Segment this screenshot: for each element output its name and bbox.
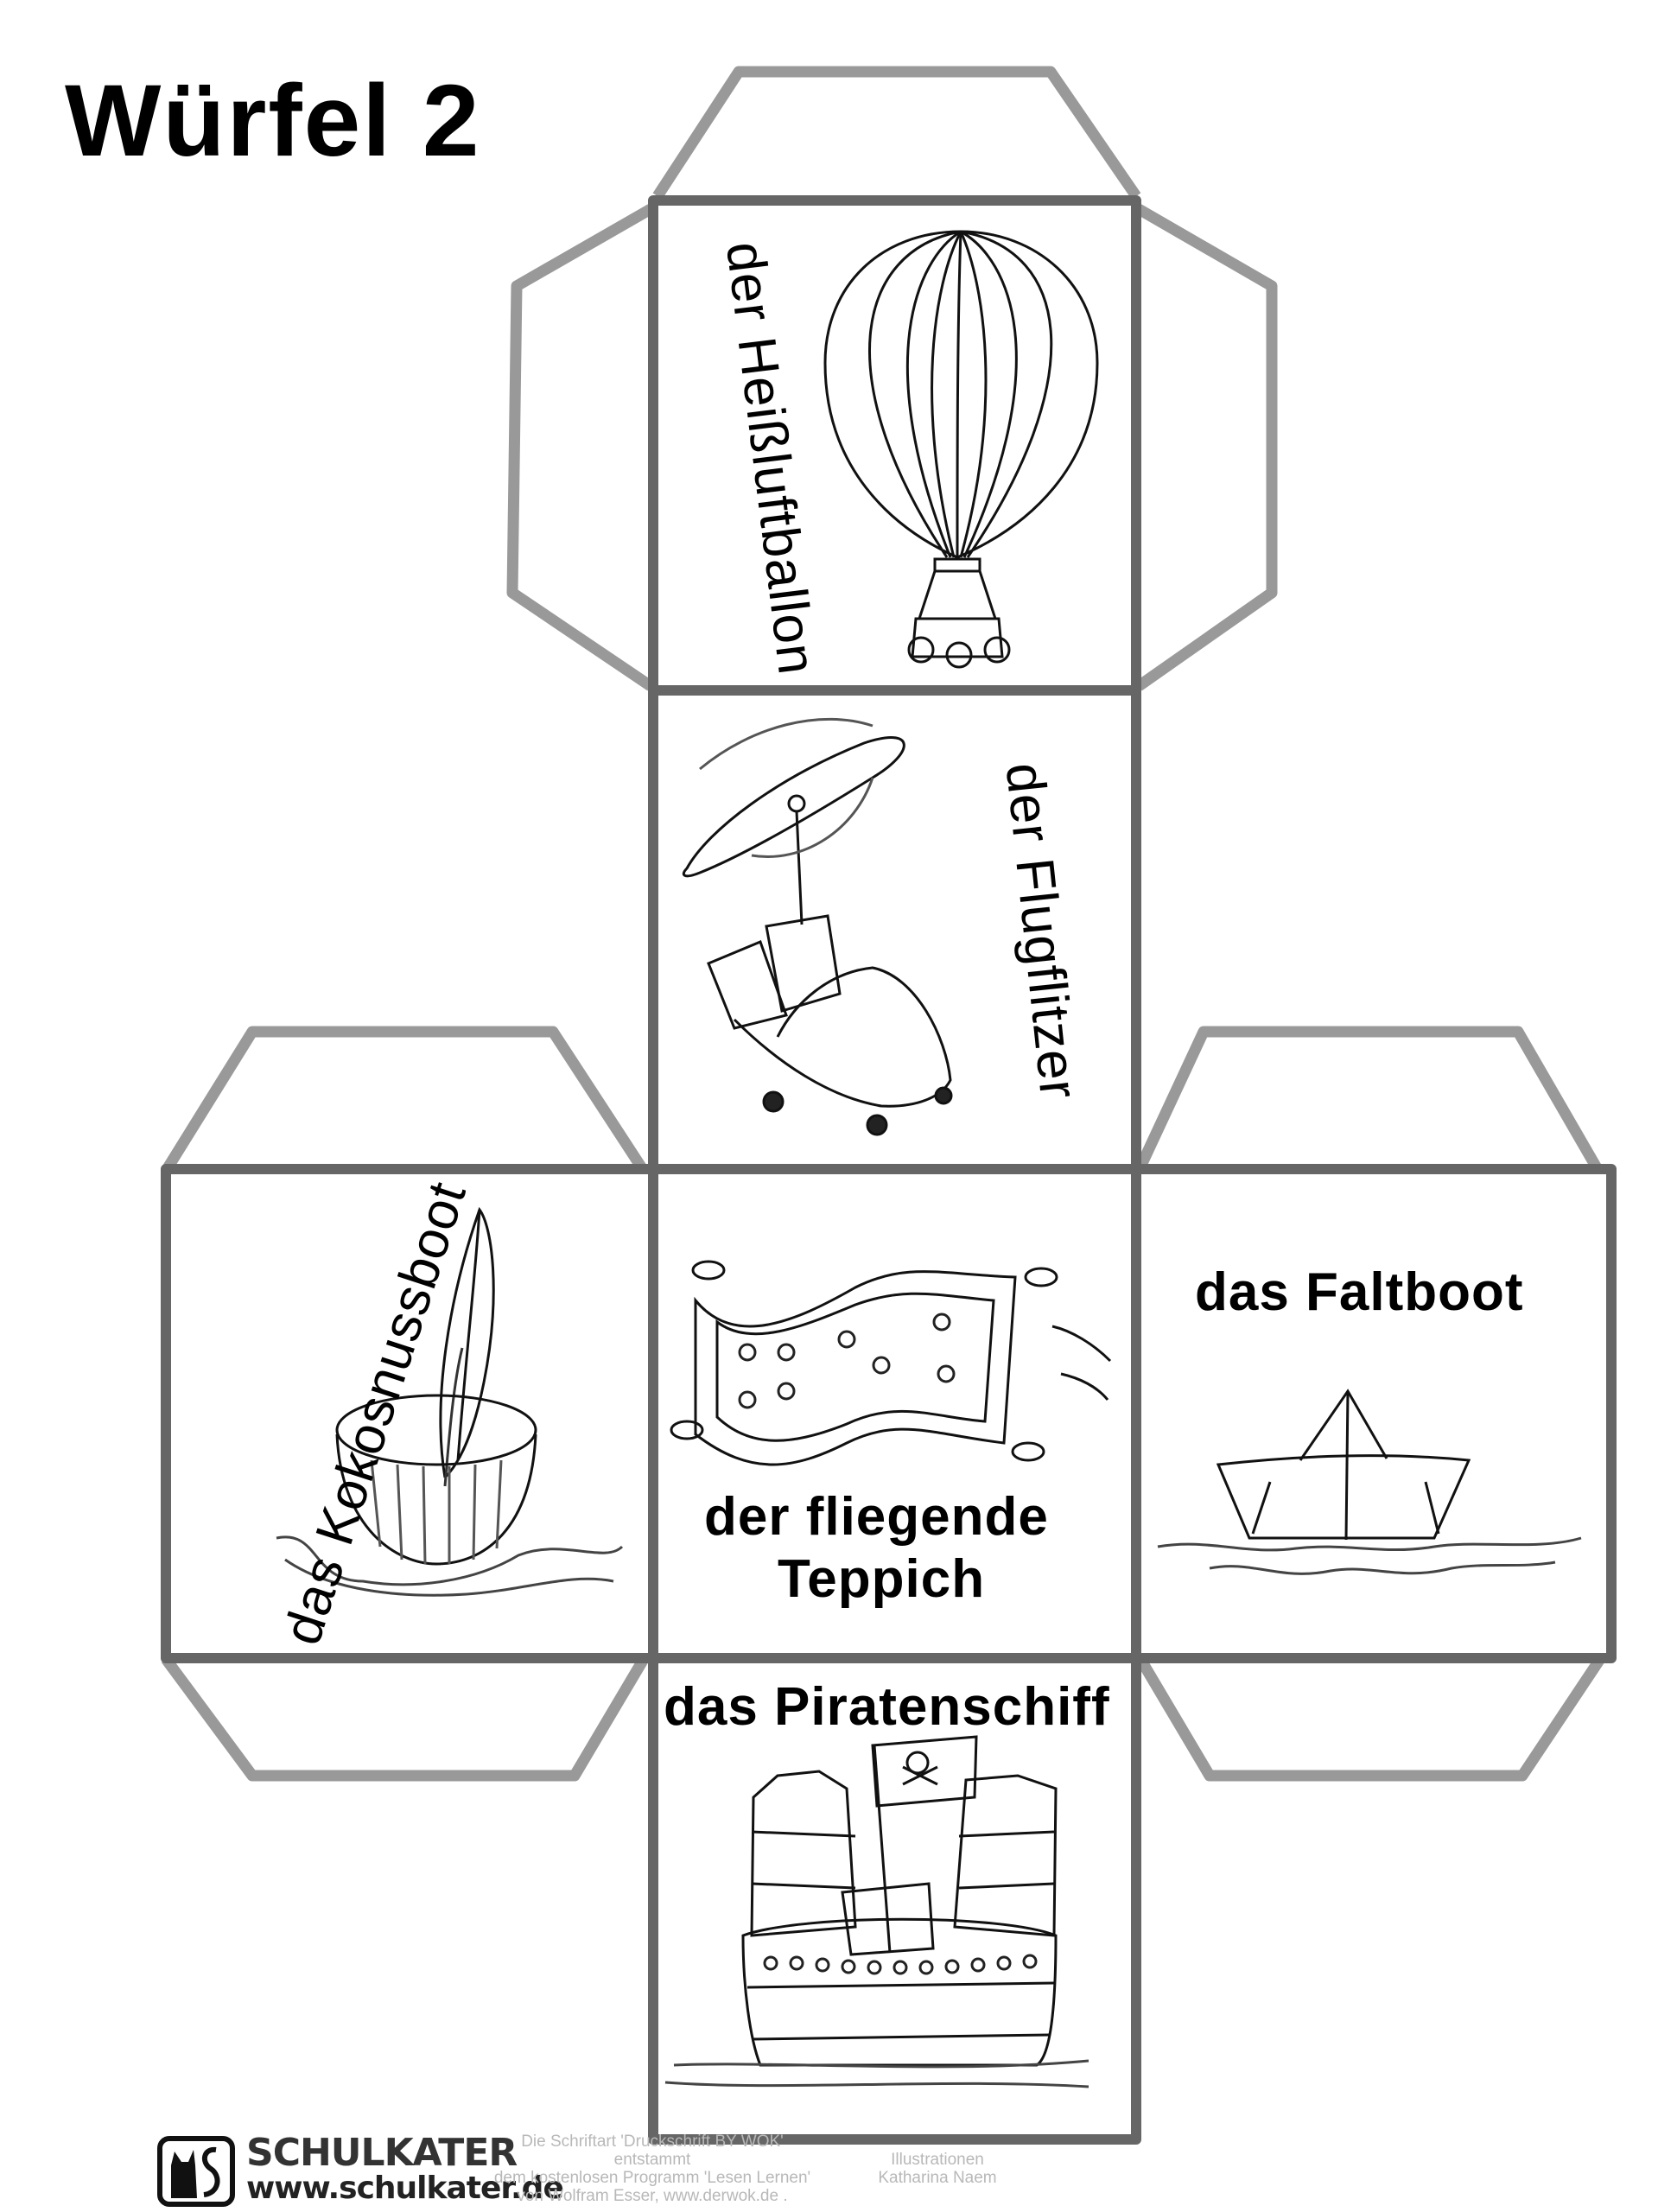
illustration-credit: Illustrationen Katharina Naem <box>851 2151 1024 2187</box>
face-upper-middle <box>648 685 1141 1174</box>
font-credit: Die Schriftart 'Druckschrift BY WOK' ent… <box>480 2133 825 2205</box>
label-piratenschiff: das Piratenschiff <box>664 1677 1110 1737</box>
page-title: Würfel 2 <box>65 64 481 178</box>
brand-url[interactable]: www.schulkater.de <box>246 2171 564 2206</box>
face-center <box>648 1164 1141 1663</box>
glue-tabs <box>161 66 1605 1782</box>
label-fliegender-teppich-line1: der fliegende <box>704 1487 1049 1547</box>
brand-name: SCHULKATER <box>246 2131 518 2175</box>
illustration-credit-line: Katharina Naem <box>878 2169 997 2187</box>
label-faltboot: das Faltboot <box>1195 1262 1524 1322</box>
tab-top-right <box>1135 204 1278 691</box>
illustration-credit-line: Illustrationen <box>891 2151 984 2169</box>
tab-left-top <box>161 1026 649 1174</box>
label-fliegender-teppich-line2: Teppich <box>778 1549 986 1609</box>
flying-carpet-illustration <box>670 1260 1112 1466</box>
face-left <box>161 1164 658 1663</box>
font-credit-line: entstammt <box>613 2151 691 2169</box>
tab-left-bottom <box>161 1656 649 1782</box>
font-credit-line: Die Schriftart 'Druckschrift BY WOK' <box>521 2133 784 2151</box>
tab-top <box>652 66 1141 200</box>
flugflitzer-illustration <box>682 717 953 1136</box>
tab-right-bottom <box>1135 1656 1605 1782</box>
font-credit-line: dem kostenlosen Programm 'Lesen Lernen' <box>493 2169 811 2187</box>
pirate-ship-illustration <box>664 1735 1089 2088</box>
face-right <box>1131 1164 1617 1663</box>
cat-silhouette-icon <box>171 2146 220 2198</box>
hot-air-balloon-illustration <box>823 230 1099 669</box>
font-credit-line: von Wolfram Esser, www.derwok.de . <box>517 2187 788 2205</box>
tab-right-top <box>1134 1026 1604 1174</box>
tab-top-left <box>506 204 654 691</box>
paper-boat-illustration <box>1157 1389 1582 1575</box>
cat-s-logo-icon <box>157 2136 235 2207</box>
cube-faces <box>161 195 1617 2145</box>
kokosnussboot-illustration <box>276 1206 624 1597</box>
